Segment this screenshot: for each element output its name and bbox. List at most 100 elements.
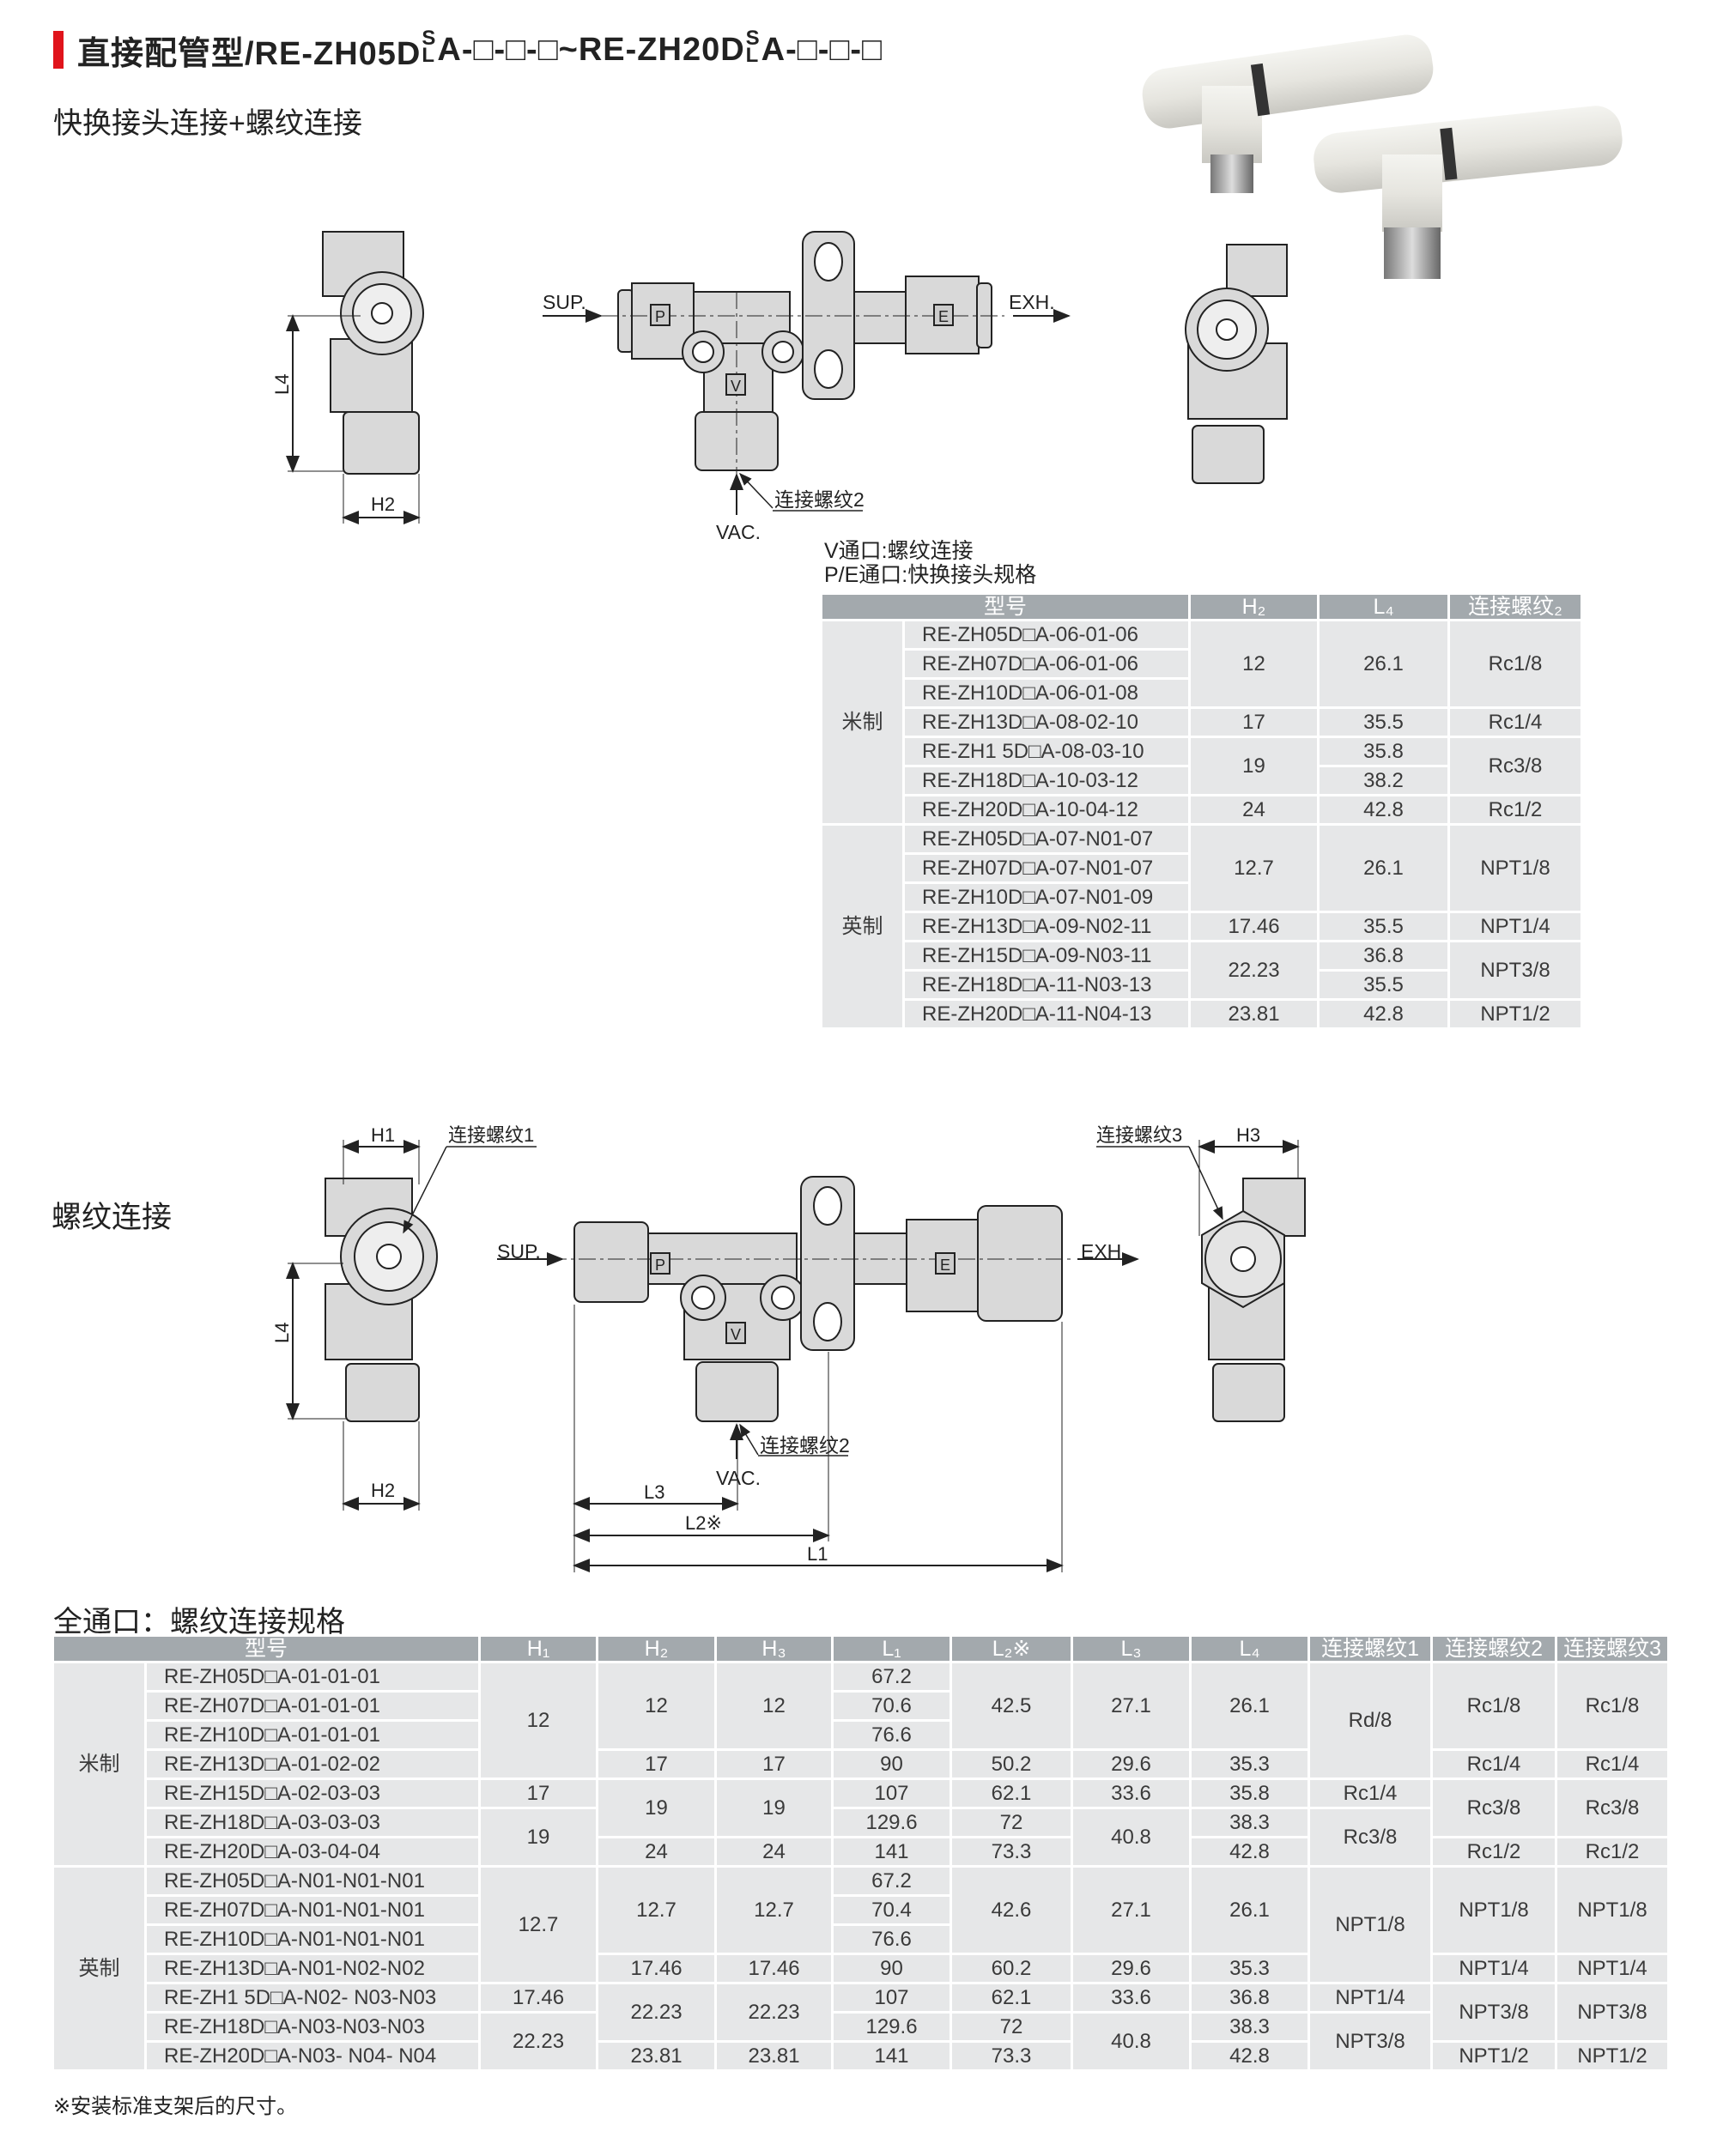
vac-label: VAC. [716,521,761,543]
unit-group-label: 英制 [52,1865,147,2072]
value-cell: 35.8 [1317,736,1451,767]
dim-h3: H3 [1236,1124,1260,1146]
value-cell: Rd/8 [1307,1661,1434,1780]
value-cell: 19 [478,1807,599,1868]
value-cell: 62.1 [950,1777,1074,1809]
value-cell: NPT1/8 [1555,1865,1671,1955]
value-cell: NPT1/8 [1430,1865,1558,1955]
table-row: RE-ZH10D□A-07-N01-09 [822,881,1582,913]
diagram2-front-view [497,1176,1139,1572]
value-cell: NPT1/4 [1307,1982,1434,2014]
dim-l1: L1 [807,1543,828,1565]
value-cell: 12.7 [478,1865,599,1984]
model-cell: RE-ZH13D□A-08-02-10 [901,706,1192,738]
value-cell: 29.6 [1071,1953,1192,1984]
model-cell: RE-ZH05D□A-N01-N01-N01 [143,1865,482,1897]
value-cell: NPT1/4 [1447,911,1584,942]
unit-group-label: 米制 [52,1661,147,1868]
value-cell: NPT1/2 [1447,998,1584,1030]
column-header: L₄ [1189,1634,1311,1663]
model-cell: RE-ZH18D□A-11-N03-13 [901,969,1192,1001]
column-header: H₂ [1188,592,1320,621]
value-cell: 42.8 [1317,794,1451,826]
dim-l4: L4 [271,1323,293,1343]
model-cell: RE-ZH1 5D□A-08-03-10 [901,736,1192,767]
sup-label: SUP. [497,1240,541,1263]
value-cell: NPT3/8 [1430,1982,1558,2043]
value-cell: 17 [596,1748,718,1780]
value-cell: 73.3 [950,2040,1074,2072]
value-cell: 26.1 [1189,1865,1311,1955]
value-cell: 19 [1188,736,1320,796]
value-cell: 12.7 [1188,823,1320,913]
dim-l4: L4 [271,374,293,395]
column-header: 连接螺纹₂ [1447,592,1584,621]
value-cell: Rc1/4 [1430,1748,1558,1780]
unit-group-label: 米制 [820,619,905,826]
column-header: H₁ [478,1634,599,1663]
thread2-label: 连接螺纹2 [760,1434,850,1457]
table-row: RE-ZH07D□A-06-01-06 [822,648,1582,680]
unit-group-label: 英制 [820,823,905,1030]
value-cell: 35.3 [1189,1953,1311,1984]
value-cell: 22.23 [1188,940,1320,1001]
value-cell: 12.7 [596,1865,718,1955]
value-cell: Rc1/8 [1430,1661,1558,1751]
diagram1-right-view [1185,244,1288,484]
value-cell: 67.2 [831,1661,953,1693]
column-header: L₃ [1071,1634,1192,1663]
model-cell: RE-ZH07D□A-06-01-06 [901,648,1192,680]
model-cell: RE-ZH10D□A-06-01-08 [901,677,1192,709]
value-cell: Rc1/8 [1447,619,1584,709]
model-cell: RE-ZH18D□A-03-03-03 [143,1807,482,1838]
column-header: 连接螺纹3 [1555,1634,1671,1663]
value-cell: 70.4 [831,1894,953,1926]
value-cell: 12 [478,1661,599,1780]
value-cell: NPT1/2 [1430,2040,1558,2072]
value-cell: 36.8 [1189,1982,1311,2014]
dim-l2: L2※ [685,1512,722,1534]
value-cell: 22.23 [596,1982,718,2043]
model-cell: RE-ZH18D□A-N03-N03-N03 [143,2011,482,2043]
value-cell: 90 [831,1748,953,1780]
value-cell: Rc3/8 [1447,736,1584,796]
value-cell: 76.6 [831,1719,953,1751]
column-header: H₂ [596,1634,718,1663]
value-cell: Rc1/4 [1555,1748,1671,1780]
model-cell: RE-ZH18D□A-10-03-12 [901,765,1192,796]
value-cell: NPT3/8 [1555,1982,1671,2043]
model-cell: RE-ZH05D□A-06-01-06 [901,619,1192,651]
model-cell: RE-ZH20D□A-11-N04-13 [901,998,1192,1030]
value-cell: 40.8 [1071,2011,1192,2072]
model-cell: RE-ZH13D□A-01-02-02 [143,1748,482,1780]
value-cell: 107 [831,1777,953,1809]
title-suffix: A-□-□-□ [761,31,883,68]
column-header: 型号 [819,592,1192,621]
table-row: RE-ZH07D□A-07-N01-07 [822,852,1582,884]
value-cell: 24 [714,1836,834,1868]
thread1-label: 连接螺纹1 [448,1124,534,1146]
value-cell: 141 [831,2040,953,2072]
value-cell: 141 [831,1836,953,1868]
thread3-label: 连接螺纹3 [1096,1124,1182,1146]
stack-top: S [745,27,761,50]
diagram2-right-view [1096,1140,1306,1422]
value-cell: NPT1/8 [1447,823,1584,913]
table-row: RE-ZH10D□A-06-01-08 [822,677,1582,709]
value-cell: Rc1/8 [1555,1661,1671,1751]
value-cell: 23.81 [596,2040,718,2072]
